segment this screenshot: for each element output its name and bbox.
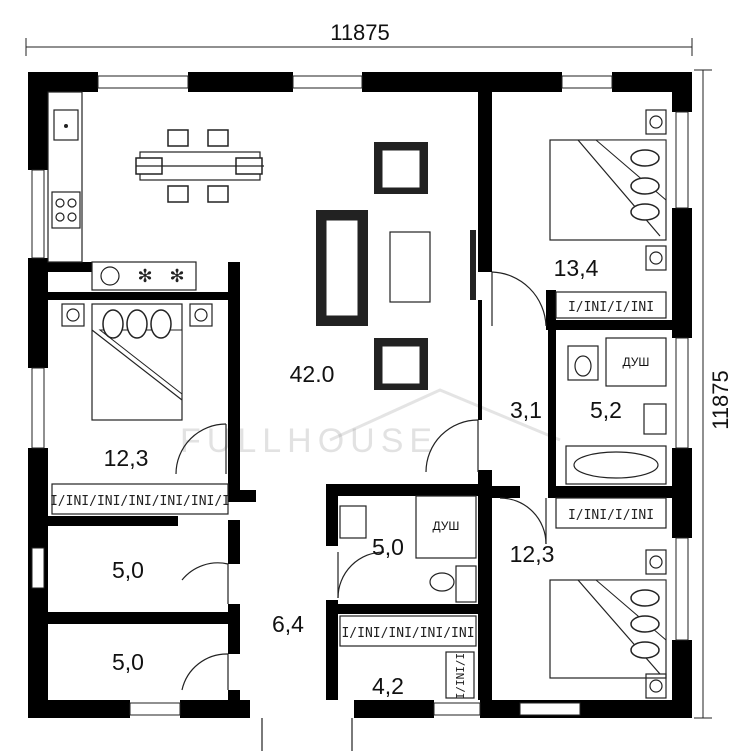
bed-top-right [549,109,667,271]
wardrobe-left: I/INI/INI/INI/INI/INI/I [50,483,230,515]
room-area-living: 42.0 [290,361,335,387]
watermark: FULLHOUSE [180,388,561,460]
wardrobe-top-right: I/INI/I/INI [555,291,667,319]
room-area-bedroom-bottom-right: 12,3 [510,541,555,567]
tv-stand [470,230,476,300]
room-area-closet: 4,2 [372,673,404,699]
exterior-walls [28,72,692,718]
room-area-bath-right: 5,2 [590,397,622,423]
shower-label-right: ДУШ [623,355,650,369]
dimension-right: 11875 [694,69,733,719]
wardrobe-bottom-right: I/INI/I/INI [555,497,667,529]
room-area-hall-small: 3,1 [510,397,542,423]
interior-walls [48,92,672,700]
sink-icon [53,109,79,141]
shower-label-center: ДУШ [433,519,460,533]
wardrobe-closet: I/INI/INI/INI/INI I/INI/I [339,615,477,699]
bathroom-center-fixtures: ДУШ [339,495,477,603]
room-area-storage-upper: 5,0 [112,557,144,583]
watermark-text: FULLHOUSE [180,422,438,460]
room-area-bedroom-top-right: 13,4 [554,255,599,281]
svg-text:I/INI/INI/INI/INI: I/INI/INI/INI/INI [341,626,474,641]
dining-table [135,129,264,203]
bed-bottom-right [549,549,667,699]
svg-text:I/INI/I: I/INI/I [454,653,467,699]
room-area-bath-center: 5,0 [372,534,404,560]
dimension-width-label: 11875 [330,20,390,45]
cooktop-icon [51,191,81,229]
room-area-corridor: 6,4 [272,611,304,637]
snowflake-icon: ✻ [169,266,184,286]
room-labels: 42.0 13,4 12,3 3,1 5,2 5,0 5,0 5,0 6,4 4… [104,255,622,699]
living-furniture [316,142,476,390]
svg-text:I/INI/INI/INI/INI/INI/I: I/INI/INI/INI/INI/INI/I [50,494,230,509]
doors [175,271,547,751]
room-area-bedroom-left: 12,3 [104,445,149,471]
svg-text:I/INI/I/INI: I/INI/I/INI [568,300,654,315]
svg-text:I/INI/I/INI: I/INI/I/INI [568,508,654,523]
kitchen-counter: ✻ ✻ [47,91,197,291]
snowflake-icon: ✻ [137,266,152,286]
coffee-table [389,231,431,303]
room-area-storage-lower: 5,0 [112,649,144,675]
dimension-top: 11875 [25,20,693,56]
dimension-height-label: 11875 [708,370,733,430]
bathroom-right-fixtures: ДУШ [565,337,667,485]
bed-left [61,303,213,421]
